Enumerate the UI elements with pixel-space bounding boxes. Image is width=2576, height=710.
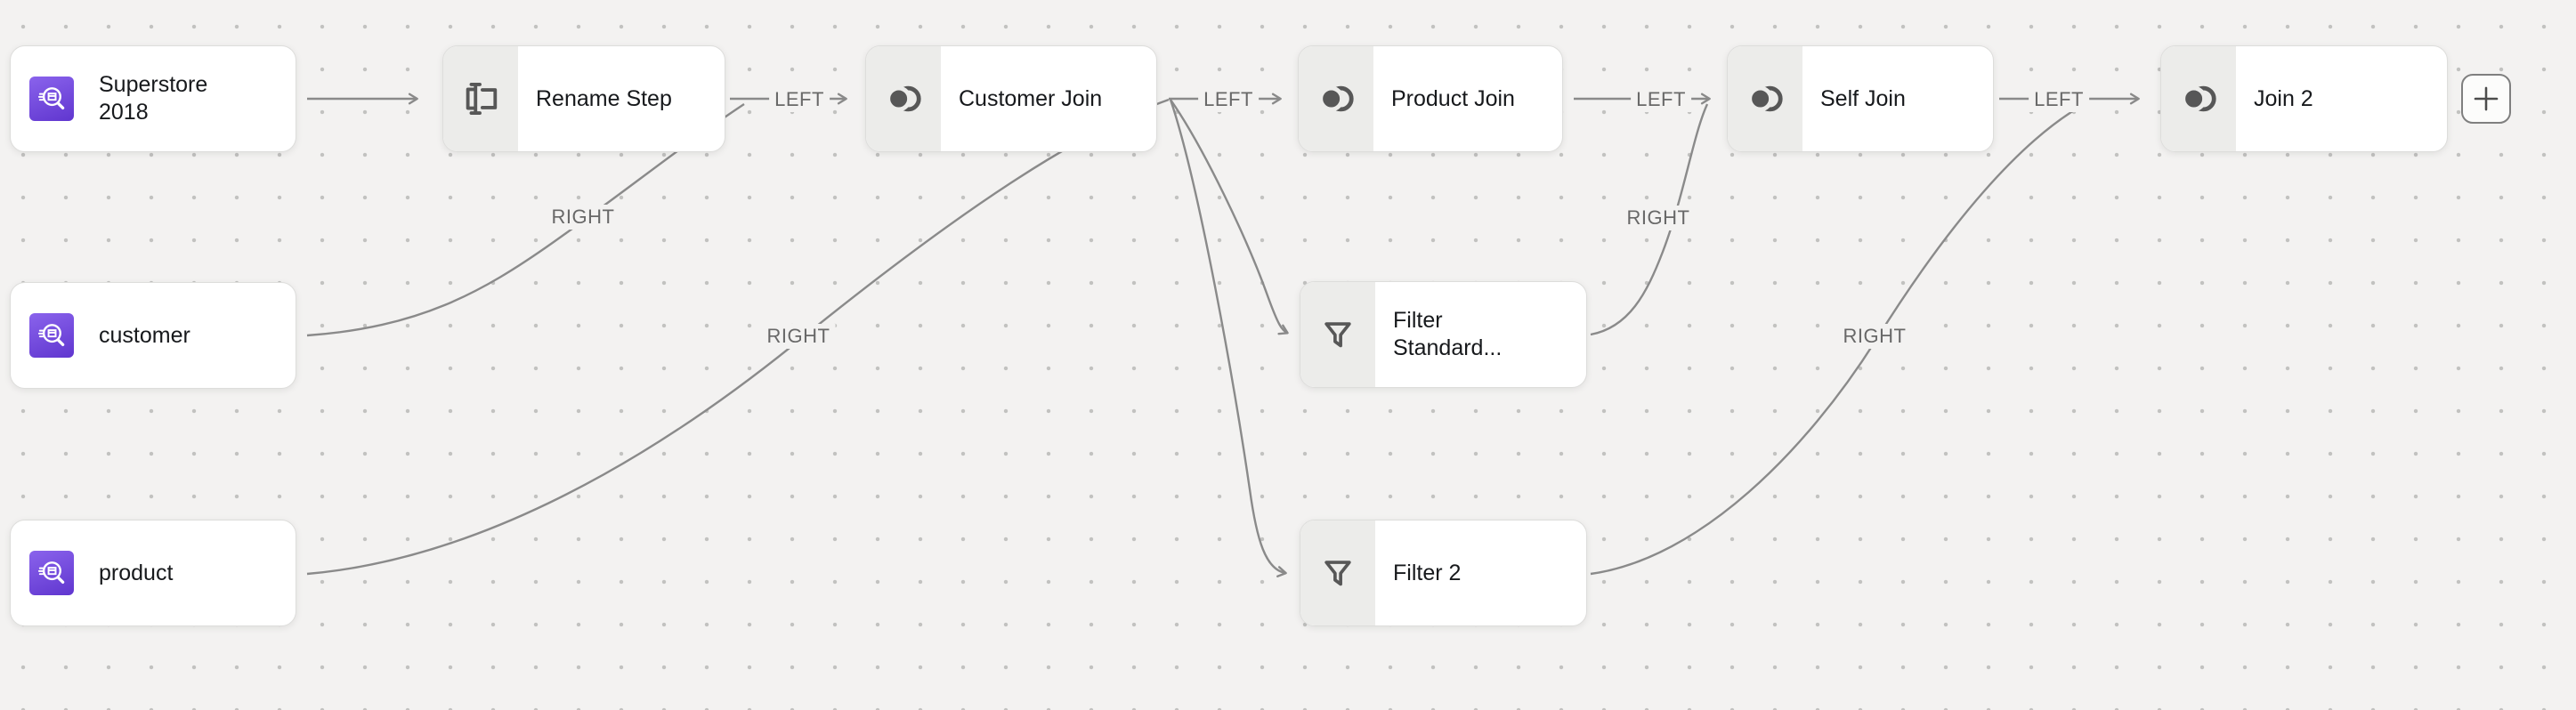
filter-icon	[1300, 282, 1375, 387]
edge-label-left: LEFT	[769, 87, 830, 112]
node-label: Self Join	[1820, 85, 1906, 111]
node-label: Filter 2	[1393, 560, 1462, 585]
filter-icon	[1300, 520, 1375, 625]
node-product[interactable]: product	[10, 520, 296, 626]
join-icon	[1299, 46, 1373, 151]
edge-label-right: RIGHT	[546, 205, 620, 230]
edge-label-right: RIGHT	[761, 324, 836, 349]
rename-icon	[443, 46, 518, 151]
plus-icon	[2474, 86, 2499, 111]
node-label: Customer Join	[959, 85, 1103, 111]
node-label: customer	[99, 322, 190, 348]
node-customer[interactable]: customer	[10, 282, 296, 389]
edge-label-right: RIGHT	[1621, 206, 1696, 230]
join-icon	[1728, 46, 1802, 151]
edge-customerjoin-filterstandard	[1170, 99, 1289, 335]
edge-customerjoin-filter2	[1169, 99, 1287, 577]
node-filter-2[interactable]: Filter 2	[1300, 520, 1587, 626]
join-icon	[2161, 46, 2236, 151]
node-label: Rename Step	[536, 85, 672, 111]
edge-label-right: RIGHT	[1837, 324, 1912, 349]
node-filter-standard[interactable]: Filter Standard...	[1300, 281, 1587, 388]
node-customer-join[interactable]: Customer Join	[865, 45, 1157, 152]
edge-label-left: LEFT	[1631, 87, 1691, 112]
node-superstore-2018[interactable]: Superstore 2018	[10, 45, 296, 152]
node-label: Join 2	[2254, 85, 2313, 111]
edge-label-left: LEFT	[2029, 87, 2089, 112]
node-product-join[interactable]: Product Join	[1298, 45, 1563, 152]
node-label: Filter Standard...	[1393, 308, 1503, 360]
node-self-join[interactable]: Self Join	[1727, 45, 1994, 152]
dataset-icon	[29, 77, 74, 121]
node-join-2[interactable]: Join 2	[2160, 45, 2448, 152]
node-label: Superstore 2018	[99, 72, 208, 125]
dataset-icon	[29, 551, 74, 595]
node-rename-step[interactable]: Rename Step	[442, 45, 725, 152]
node-label: product	[99, 560, 174, 585]
edge-filterstandard-selfjoin	[1590, 103, 1709, 336]
dataset-icon	[29, 313, 74, 358]
join-icon	[866, 46, 941, 151]
node-label: Product Join	[1391, 85, 1515, 111]
add-node-button[interactable]	[2461, 74, 2511, 124]
edge-product-productjoin	[306, 98, 1170, 576]
edge-filter2-join2	[1590, 103, 2084, 576]
edge-label-left: LEFT	[1198, 87, 1259, 112]
